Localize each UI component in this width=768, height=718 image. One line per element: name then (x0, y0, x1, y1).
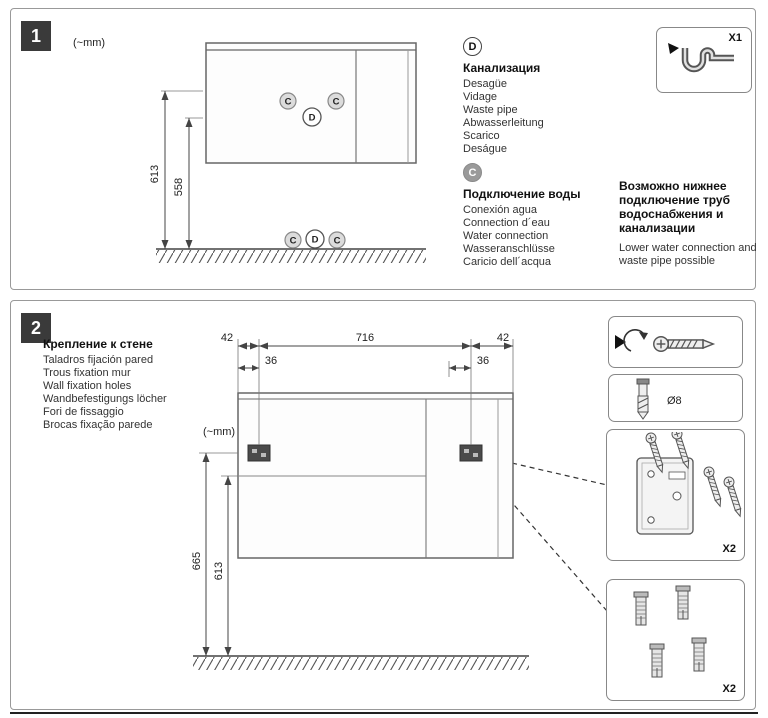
dim-665: 665 (191, 453, 210, 656)
cabinet-front-view-drawing: 42 716 42 36 36 (~mm) (191, 332, 608, 670)
wall-fixation-title: Крепление к стене (43, 337, 153, 351)
svg-text:42: 42 (497, 332, 509, 344)
connection-markers-cabinet: C D C (279, 92, 345, 127)
bracket-count: X2 (722, 543, 736, 555)
drain-line: Waste pipe (463, 104, 518, 116)
svg-text:C: C (290, 236, 297, 247)
water-line: Water connection (463, 230, 549, 242)
connection-markers-floor: C D C (284, 229, 346, 249)
floor-line (156, 248, 426, 263)
dim-558: 558 (173, 118, 193, 249)
marker-c: C (333, 97, 340, 108)
lower-connection-note: Возможно нижнее подключение труб водосна… (619, 179, 757, 268)
svg-text:613: 613 (213, 562, 225, 580)
svg-text:D: D (312, 235, 319, 246)
drain-line: Deságue (463, 143, 508, 155)
cabinet-side-view-drawing: C D C 613 558 (149, 42, 426, 263)
note-title: Возможно нижнее подключение труб водосна… (619, 179, 731, 235)
svg-text:716: 716 (356, 332, 374, 344)
wall-bracket-right (459, 444, 483, 462)
siphon-part-box: X1 (656, 27, 752, 93)
marker-c: C (285, 97, 292, 108)
siphon-trap-icon (668, 43, 734, 73)
anchor-hardware-box: X2 (606, 579, 745, 701)
svg-text:42: 42 (221, 332, 233, 344)
water-line: Conexión agua (463, 204, 538, 216)
svg-text:36: 36 (265, 355, 277, 367)
mm-note-2: (~mm) (203, 426, 235, 438)
drain-line: Desagüe (463, 78, 508, 90)
wall-bracket-plate-icon (636, 432, 742, 535)
floor-line-2 (193, 655, 529, 670)
wall-bracket-left (247, 444, 271, 462)
mm-note: (~mm) (73, 37, 106, 49)
dim-613: 613 (149, 91, 169, 249)
page-bottom-rule (10, 712, 758, 714)
wall-fixation-legend: Крепление к стене Taladros fijación pare… (43, 337, 167, 432)
fixation-line: Fori de fissaggio (43, 406, 124, 418)
drain-line: Scarico (463, 130, 500, 142)
step-2-badge: 2 (21, 313, 51, 343)
drill-bit-icon: Ø8 (636, 378, 682, 420)
fixation-line: Taladros fijación pared (43, 354, 154, 366)
panel-wall-fixation: 2 Крепление к стене Taladros fijación pa… (10, 300, 756, 710)
dim-top-row: 42 716 42 (221, 332, 513, 350)
drill-bit-box: Ø8 (608, 374, 743, 422)
panel-connections: 1 (~mm) C D C (10, 8, 757, 290)
water-letter-badge: C (463, 163, 482, 182)
fixation-line: Trous fixation mur (43, 367, 131, 379)
note-subtitle: Lower water connection and waste pipe po… (619, 242, 757, 267)
fixation-line: Wandbefestigungs löcher (43, 393, 167, 405)
water-line: Wasseranschlüsse (463, 243, 555, 255)
bracket-hardware-box: X2 (606, 429, 745, 561)
fixation-line: Brocas fixação parede (43, 419, 153, 431)
screw-rotation-icon (615, 329, 714, 352)
water-line: Connection d´eau (463, 217, 550, 229)
anchor-count: X2 (722, 683, 736, 695)
step-1-badge: 1 (21, 21, 51, 51)
svg-text:613: 613 (149, 165, 161, 183)
water-line: Caricio dell´acqua (463, 256, 552, 268)
drain-line: Abwasserleitung (463, 117, 544, 129)
drain-letter-badge: D (463, 37, 482, 56)
fixation-line: Wall fixation holes (43, 380, 132, 392)
water-legend: C Подключение воды Conexión agua Connect… (463, 163, 581, 269)
siphon-count: X1 (728, 32, 742, 44)
drill-diameter-label: Ø8 (667, 395, 682, 407)
svg-text:665: 665 (191, 552, 203, 570)
drain-line: Vidage (463, 91, 498, 103)
svg-text:558: 558 (173, 178, 185, 196)
wall-anchors-icon (633, 585, 707, 678)
drain-title: Канализация (463, 61, 541, 75)
svg-text:36: 36 (477, 355, 489, 367)
drain-legend: D Канализация Desagüe Vidage Waste pipe … (463, 37, 544, 156)
dim-hole-offsets: 36 36 (238, 355, 489, 371)
dim-613-wall: 613 (213, 476, 232, 656)
marker-d: D (309, 113, 316, 124)
water-title: Подключение воды (463, 187, 581, 201)
screwing-step-box (608, 316, 743, 368)
svg-text:C: C (334, 236, 341, 247)
